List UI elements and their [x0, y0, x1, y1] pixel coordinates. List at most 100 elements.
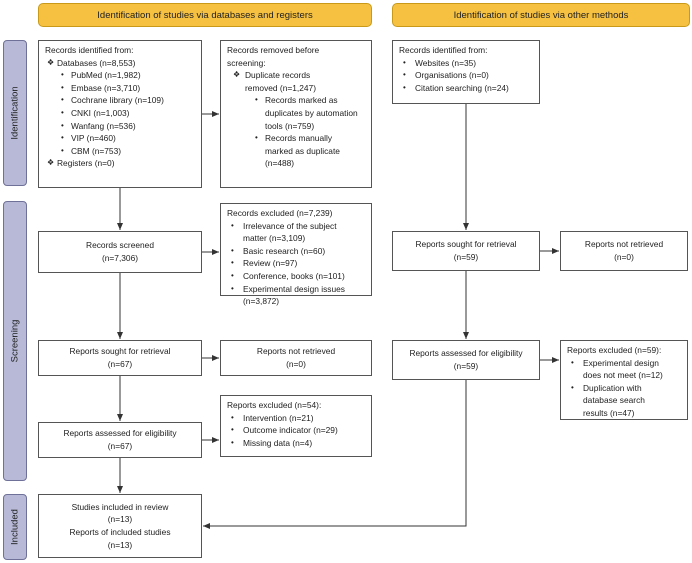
rep-excluded-title: Reports excluded (n=54):	[227, 400, 322, 410]
rep-excluded-label: Outcome indicator (n=29)	[243, 425, 338, 436]
screened-line: Records screened	[86, 240, 154, 251]
phase-screening: Screening	[3, 201, 27, 481]
db-source-label: PubMed (n=1,982)	[71, 70, 141, 81]
excluded-item: • Experimental design issues	[227, 283, 365, 296]
bullet-icon: •	[231, 220, 234, 230]
included-count: (n=13)	[107, 539, 133, 550]
other-excluded-line: database search	[583, 395, 645, 406]
screened-count: (n=7,306)	[101, 253, 139, 263]
removed-manual-line: (n=488)	[265, 158, 295, 169]
bullet-icon: •	[231, 412, 234, 422]
bullet-icon: •	[571, 357, 574, 367]
box-db-reports-excluded: Reports excluded (n=54): • Intervention (…	[220, 395, 372, 457]
db-source-label: VIP (n=460)	[71, 133, 116, 144]
diamond-bullet-icon: ❖	[233, 70, 241, 80]
bullet-icon: •	[403, 82, 406, 92]
removed-title-line: screening:	[227, 57, 266, 68]
other-source-label: Websites (n=35)	[415, 57, 477, 68]
box-studies-included: Studies included in review (n=13) Report…	[38, 494, 202, 558]
removed-title-line: Records removed before	[227, 45, 320, 55]
header-databases: Identification of studies via databases …	[38, 3, 372, 27]
bullet-icon: •	[61, 120, 64, 130]
excluded-line: Basic research (n=60)	[243, 245, 326, 256]
db-source-label: Cochrane library (n=109)	[71, 95, 164, 106]
bullet-icon: •	[403, 57, 406, 67]
not-retrieved-count: (n=0)	[286, 359, 306, 369]
db-registers-item: ❖Registers (n=0)	[45, 157, 195, 170]
box-db-not-retrieved: Reports not retrieved (n=0)	[220, 340, 372, 376]
bullet-icon: •	[255, 95, 258, 105]
bullet-icon: •	[403, 70, 406, 80]
included-count: (n=13)	[107, 514, 133, 525]
excluded-line: Experimental design issues	[243, 283, 345, 294]
other-sought-count: (n=59)	[453, 252, 479, 262]
bullet-icon: •	[61, 133, 64, 143]
bullet-icon: •	[231, 437, 234, 447]
sought-line: Reports sought for retrieval	[69, 346, 171, 357]
other-assessed-count: (n=59)	[453, 361, 479, 371]
other-excluded-line: Experimental design	[583, 357, 659, 368]
other-source-label: Organisations (n=0)	[415, 70, 489, 81]
db-source-item: • Wanfang (n=536)	[45, 120, 195, 133]
header-databases-label: Identification of studies via databases …	[97, 9, 313, 21]
diamond-bullet-icon: ❖	[47, 57, 55, 67]
box-db-reports-sought: Reports sought for retrieval (n=67)	[38, 340, 202, 376]
bullet-icon: •	[61, 107, 64, 117]
db-source-item: •CBM (n=753)	[45, 145, 195, 158]
removed-duplicates-item: ❖Duplicate records	[227, 69, 365, 82]
rep-excluded-item: • Outcome indicator (n=29)	[227, 424, 365, 437]
excluded-item: •Conference, books (n=101)	[227, 270, 365, 283]
removed-dup-line: removed (n=1,247)	[245, 82, 316, 93]
bullet-icon: •	[571, 382, 574, 392]
phase-included: Included	[3, 494, 27, 560]
removed-manual-item: •Records manually	[227, 132, 365, 145]
bullet-icon: •	[61, 145, 64, 155]
bullet-icon: •	[231, 425, 234, 435]
db-source-item: •Embase (n=3,710)	[45, 82, 195, 95]
db-source-label: CNKI (n=1,003)	[71, 107, 130, 118]
other-excluded-line: results (n=47)	[583, 407, 635, 418]
removed-auto-line: tools (n=759)	[265, 120, 315, 131]
excluded-item: •Review (n=97)	[227, 257, 365, 270]
bullet-icon: •	[61, 95, 64, 105]
db-source-label: Wanfang (n=536)	[71, 120, 136, 131]
excluded-item: •Basic research (n=60)	[227, 245, 365, 258]
box-db-records-identified: Records identified from: ❖Databases (n=8…	[38, 40, 202, 188]
bullet-icon: •	[231, 258, 234, 268]
phase-identification: Identification	[3, 40, 27, 186]
included-line: Studies included in review	[71, 501, 169, 512]
box-db-records-removed: Records removed before screening: ❖Dupli…	[220, 40, 372, 188]
db-source-item: • PubMed (n=1,982)	[45, 69, 195, 82]
other-source-item: • Websites (n=35)	[399, 57, 533, 70]
box-other-reports-sought: Reports sought for retrieval (n=59)	[392, 231, 540, 271]
other-source-label: Citation searching (n=24)	[415, 82, 509, 93]
rep-excluded-label: Intervention (n=21)	[243, 412, 314, 423]
assessed-count: (n=67)	[107, 441, 133, 451]
other-sought-line: Reports sought for retrieval	[415, 239, 517, 250]
db-source-item: • CNKI (n=1,003)	[45, 107, 195, 120]
rep-excluded-item: •Missing data (n=4)	[227, 437, 365, 450]
box-other-not-retrieved: Reports not retrieved (n=0)	[560, 231, 688, 271]
box-db-records-screened: Records screened (n=7,306)	[38, 231, 202, 273]
sought-count: (n=67)	[107, 359, 133, 369]
bullet-icon: •	[231, 283, 234, 293]
other-excluded-title: Reports excluded (n=59):	[567, 345, 662, 355]
removed-auto-line: duplicates by automation	[265, 107, 358, 118]
excluded-line: (n=3,872)	[243, 296, 280, 307]
rep-excluded-item: • Intervention (n=21)	[227, 412, 365, 425]
bullet-icon: •	[255, 133, 258, 143]
box-other-reports-excluded: Reports excluded (n=59): • Experimental d…	[560, 340, 688, 420]
box-other-reports-assessed: Reports assessed for eligibility (n=59)	[392, 340, 540, 380]
bullet-icon: •	[61, 82, 64, 92]
bullet-icon: •	[61, 70, 64, 80]
other-excluded-item: • Experimental design	[567, 357, 681, 370]
db-databases-label: Databases (n=8,553)	[57, 57, 136, 68]
removed-manual-line: marked as duplicate	[265, 145, 340, 156]
removed-auto-line: Records marked as	[265, 95, 338, 106]
box-db-records-excluded: Records excluded (n=7,239) •Irrelevance …	[220, 203, 372, 306]
excluded-line: matter (n=3,109)	[243, 233, 306, 244]
other-assessed-line: Reports assessed for eligibility	[409, 348, 523, 359]
db-identified-title: Records identified from:	[45, 45, 134, 55]
header-other-methods: Identification of studies via other meth…	[392, 3, 690, 27]
